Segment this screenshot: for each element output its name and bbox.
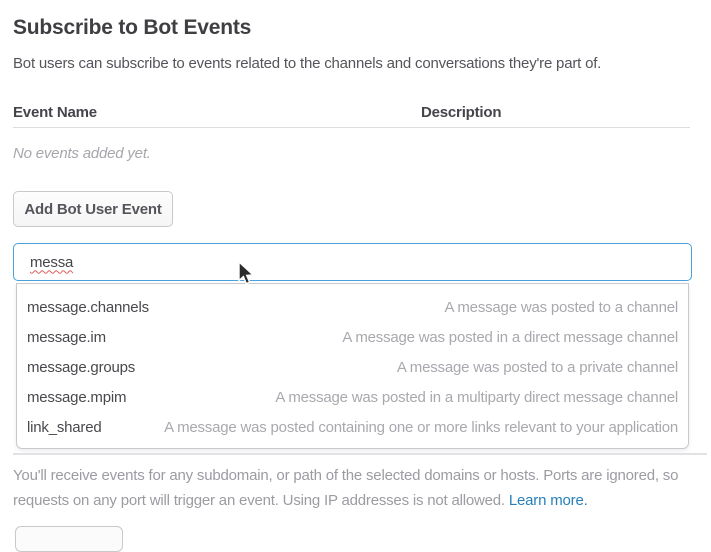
column-header-event-name: Event Name: [13, 104, 97, 121]
suggestion-name: link_shared: [27, 418, 102, 436]
suggestion-message-channels[interactable]: message.channels A message was posted to…: [17, 292, 688, 322]
footer-note-line2: requests on any port will trigger an eve…: [13, 492, 509, 509]
suggestion-name: message.mpim: [27, 388, 127, 406]
event-search-input[interactable]: messa: [13, 243, 692, 281]
suggestion-description: A message was posted in a direct message…: [342, 328, 678, 346]
section-divider: [13, 453, 707, 455]
column-header-description: Description: [421, 104, 502, 121]
suggestion-description: A message was posted to a private channe…: [396, 358, 678, 376]
event-search-value: messa: [30, 253, 74, 271]
suggestion-message-groups[interactable]: message.groups A message was posted to a…: [17, 352, 688, 382]
subscribe-bot-events-page: { "page": { "title": "Subscribe to Bot E…: [13, 16, 707, 552]
suggestion-description: A message was posted to a channel: [444, 298, 678, 316]
suggestion-description: A message was posted in a multiparty dir…: [275, 388, 678, 406]
event-suggestions-dropdown: message.channels A message was posted to…: [16, 283, 689, 449]
suggestion-message-im[interactable]: message.im A message was posted in a dir…: [17, 322, 688, 352]
suggestion-link-shared[interactable]: link_shared A message was posted contain…: [17, 412, 688, 442]
learn-more-link[interactable]: Learn more.: [508, 492, 588, 509]
footer-note-line1: You'll receive events for any subdomain,…: [13, 467, 679, 484]
suggestion-name: message.im: [27, 328, 106, 346]
add-bot-user-event-label: Add Bot User Event: [24, 200, 162, 218]
partial-bottom-button[interactable]: [15, 526, 123, 552]
table-header-divider: [13, 127, 690, 128]
add-bot-user-event-button[interactable]: Add Bot User Event: [13, 191, 173, 227]
events-footer-note: You'll receive events for any subdomain,…: [13, 463, 693, 513]
suggestion-description: A message was posted containing one or m…: [164, 418, 678, 436]
page-subtitle: Bot users can subscribe to events relate…: [13, 55, 602, 72]
page-title: Subscribe to Bot Events: [13, 16, 252, 39]
empty-events-message: No events added yet.: [13, 145, 151, 162]
suggestion-name: message.channels: [27, 298, 149, 316]
suggestion-name: message.groups: [27, 358, 136, 376]
suggestion-message-mpim[interactable]: message.mpim A message was posted in a m…: [17, 382, 688, 412]
